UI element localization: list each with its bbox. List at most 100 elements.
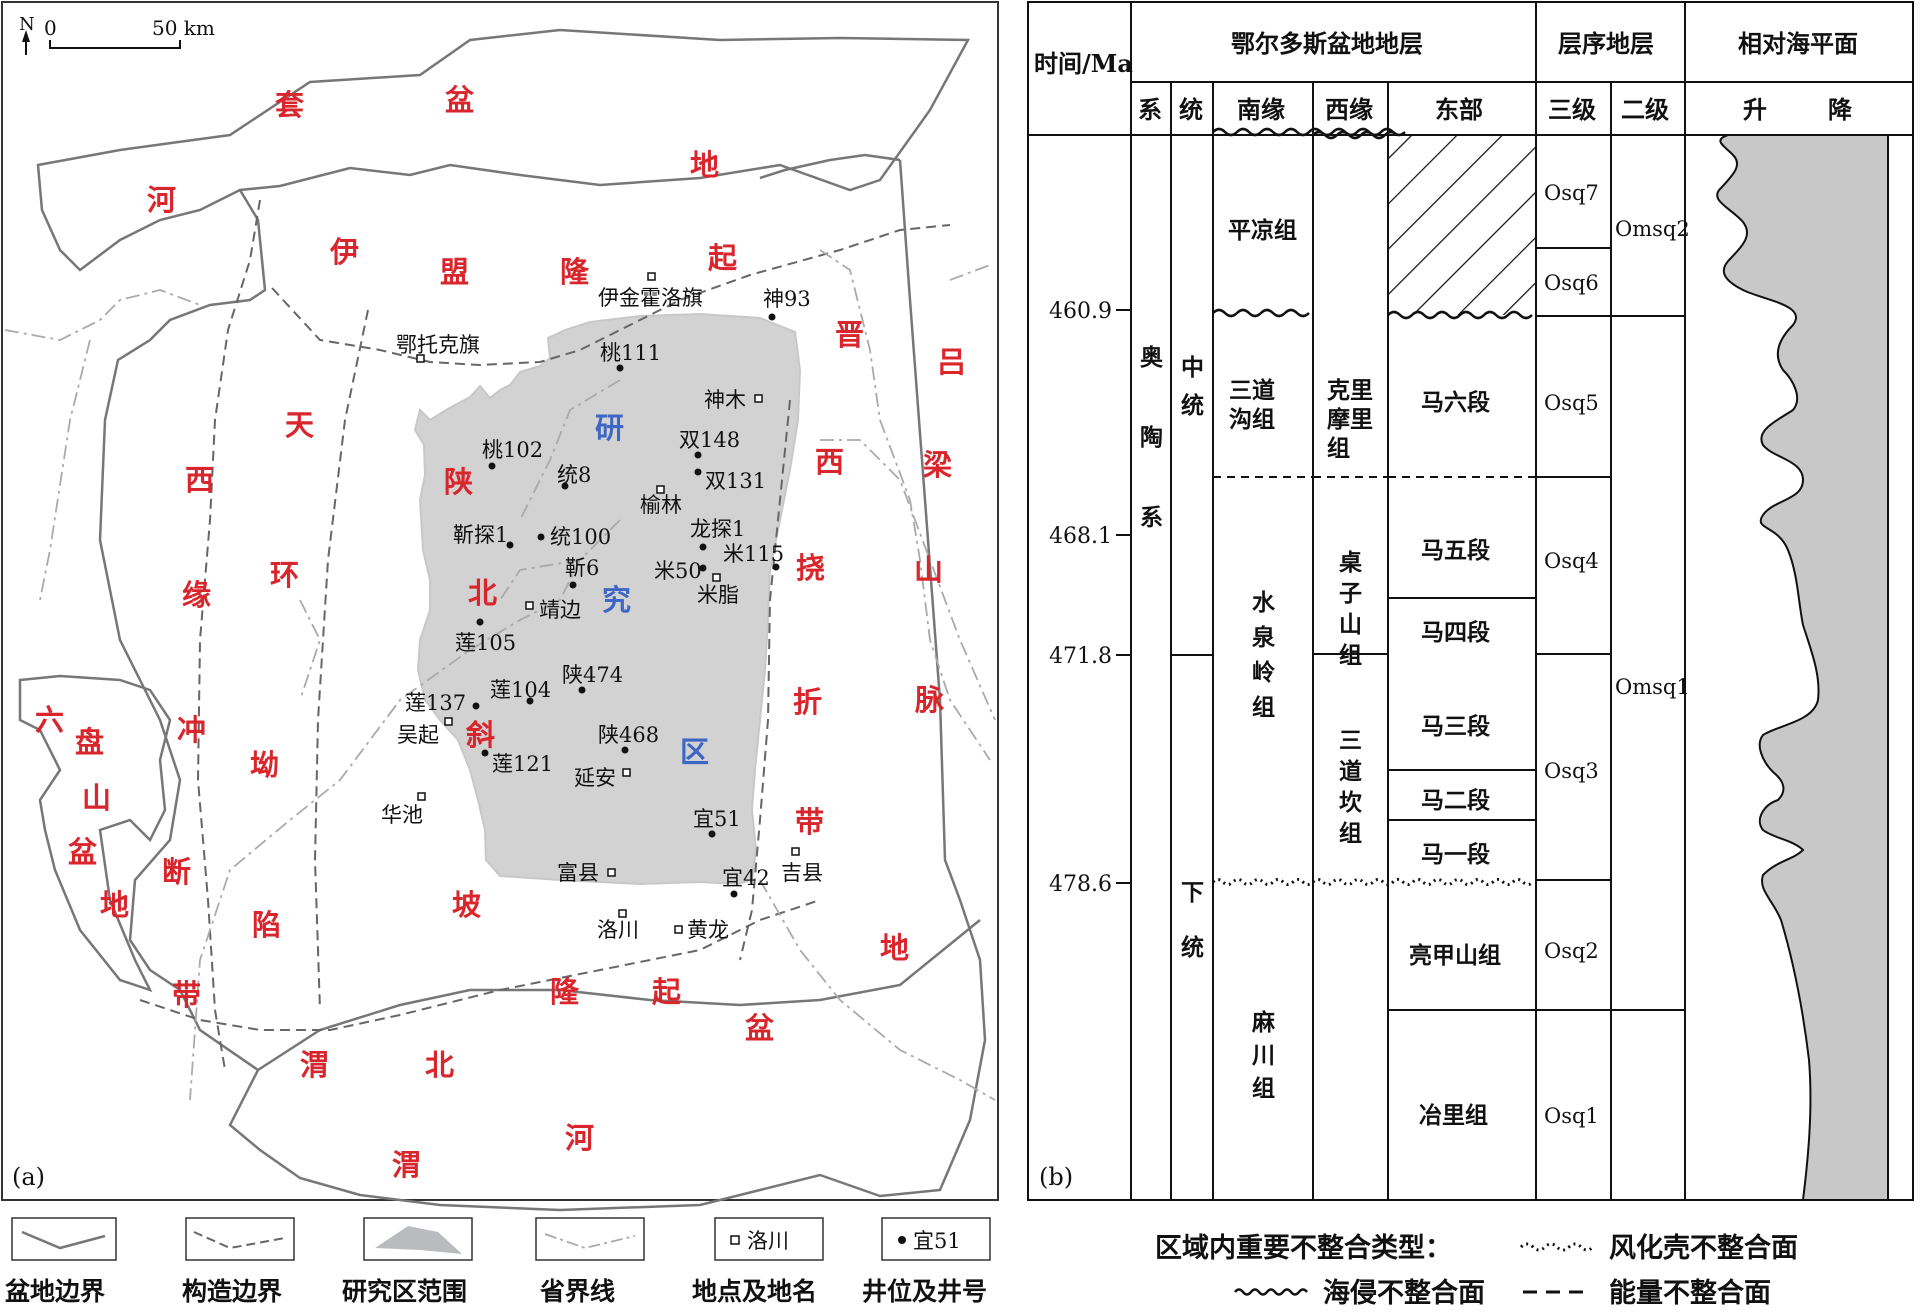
south-formation: 平凉组 (1228, 217, 1297, 244)
well-label: 宜51 (693, 807, 741, 831)
age-label: 471.8 (1049, 644, 1112, 669)
unconformity-legend: 区域内重要不整合类型： 风化壳不整合面 海侵不整合面 能量不整合面 (1155, 1232, 1798, 1309)
east-member: 马六段 (1421, 389, 1490, 416)
region-char: 陷 (252, 908, 281, 942)
well-marker: 桃111 (600, 341, 661, 372)
place-label: 鄂托克旗 (396, 333, 480, 357)
stratigraphy-panel: 时间/Ma 鄂尔多斯盆地地层 层序地层 相对海平面 系 统 南缘 西缘 东部 三… (1003, 0, 1920, 1309)
well-label: 陕474 (562, 663, 623, 687)
well-marker: 陕474 (562, 663, 623, 694)
well-marker: 陕468 (598, 723, 659, 754)
region-char: 西 (815, 445, 844, 479)
region-char: 缘 (182, 578, 211, 612)
legend-label: 盆地边界 (5, 1277, 105, 1306)
header-south: 南缘 (1237, 95, 1285, 124)
well-marker: 靳6 (565, 556, 599, 589)
place-label: 吴起 (397, 723, 439, 747)
legend-item-well: 宜51 井位及井号 (862, 1217, 991, 1306)
legend-label: 研究区范围 (342, 1277, 467, 1306)
region-char: 区 (680, 735, 709, 769)
region-char: 陕 (444, 465, 473, 499)
well-marker: 莲105 (455, 618, 516, 655)
weathering-unconformity (1211, 878, 1535, 886)
place-marker: 吴起 (397, 717, 453, 747)
region-char: 环 (270, 558, 299, 592)
well-label: 米50 (654, 559, 702, 583)
map-legend: 盆地边界 构造边界 研究区范围 省界线 洛川 地点及地名 宜51 井位及井号 (5, 1217, 991, 1306)
scale-bar: 0 50 km (44, 16, 215, 49)
place-marker: 华池 (381, 792, 426, 827)
well-label: 桃111 (600, 341, 661, 365)
third-order-sequence: Osq3 (1544, 759, 1599, 783)
place-label: 华池 (381, 803, 423, 827)
header-basin: 鄂尔多斯盆地地层 (1231, 29, 1423, 58)
region-char: 北 (425, 1048, 454, 1082)
column-texts: 奥陶系 中统 下统 水泉岭组 麻川组 桌子山组 三道坎组 (1140, 344, 1362, 1102)
system-label: 奥陶系 (1140, 344, 1164, 531)
north-arrow: N (19, 14, 35, 55)
well-marker: 宜42 (722, 866, 770, 898)
age-label: 460.9 (1049, 299, 1112, 324)
scale-value: 50 km (152, 16, 215, 40)
region-char: 研 (595, 411, 624, 445)
region-char: 挠 (796, 551, 825, 585)
place-marker: 米脂 (697, 573, 739, 607)
place-marker: 鄂托克旗 (396, 333, 480, 363)
place-label: 吉县 (781, 861, 823, 885)
well-label: 莲104 (490, 678, 551, 702)
place-marker: 富县 (557, 861, 616, 885)
east-member: 马一段 (1421, 841, 1490, 868)
region-char: 隆 (560, 255, 590, 289)
region-char: 河 (565, 1121, 594, 1155)
second-order-sequence: Omsq2 (1615, 217, 1690, 241)
map-frame (1, 1, 999, 1201)
map-figure: N 0 50 km 套 盆 河 地 伊 盟 隆 起 晋 吕 梁 山 脉 天 西 … (1, 1, 999, 1306)
well-label: 龙探1 (690, 517, 745, 541)
basin-boundaries (18, 28, 987, 1212)
third-order-sequence: Osq4 (1544, 549, 1599, 573)
header-third-order: 三级 (1548, 95, 1596, 124)
region-char: 隆 (550, 975, 580, 1009)
well-marker: 神93 (763, 287, 811, 321)
table-headers: 时间/Ma 鄂尔多斯盆地地层 层序地层 相对海平面 系 统 南缘 西缘 东部 三… (1034, 29, 1858, 124)
map-panel: N 0 50 km 套 盆 河 地 伊 盟 隆 起 晋 吕 梁 山 脉 天 西 … (1, 1, 999, 1306)
region-char: 起 (708, 241, 738, 275)
header-sea-level: 相对海平面 (1738, 29, 1858, 58)
place-label: 榆林 (640, 493, 682, 517)
place-marker: 吉县 (781, 847, 823, 885)
well-marker: 龙探1 (690, 517, 745, 551)
region-char: 盟 (440, 255, 469, 289)
region-char: 带 (172, 978, 201, 1012)
south-formation: 麻川组 (1251, 1009, 1276, 1102)
east-member: 马三段 (1421, 713, 1490, 740)
legend-item-province-line: 省界线 (535, 1217, 645, 1306)
region-char: 斜 (466, 718, 495, 752)
table-frame (1027, 1, 1914, 1201)
region-char: 地 (880, 931, 909, 965)
well-label: 莲137 (405, 691, 466, 715)
well-markers: 神93 桃111 桃102 统8 双148 双131 靳探1 统100 龙探1 … (405, 287, 811, 898)
region-char: 套 (275, 88, 304, 122)
place-marker: 洛川 (597, 909, 639, 942)
panel-label-b: (b) (1039, 1163, 1073, 1191)
well-marker: 宜51 (693, 807, 741, 838)
third-order-sequence: Osq6 (1544, 271, 1599, 295)
transgressive-unconformities (1212, 127, 1533, 320)
well-marker: 莲104 (490, 678, 551, 705)
region-char: 吕 (937, 345, 966, 379)
place-marker: 延安 (574, 766, 631, 790)
place-label: 洛川 (597, 918, 639, 942)
time-ages: 460.9 468.1 471.8 478.6 (1049, 299, 1112, 897)
place-label: 靖边 (539, 598, 581, 622)
well-marker: 莲137 (405, 691, 480, 715)
well-label: 统8 (557, 463, 591, 487)
well-marker: 统8 (557, 463, 591, 490)
place-label: 伊金霍洛旗 (598, 286, 703, 310)
south-formation: 三道沟组 (1229, 377, 1275, 433)
well-label: 双131 (705, 469, 766, 493)
place-markers: 伊金霍洛旗 鄂托克旗 神木 榆林 米脂 靖边 吴起 延安 华池 富县 吉县 洛川… (381, 272, 823, 942)
well-label: 靳探1 (453, 523, 508, 547)
header-fall: 降 (1828, 95, 1853, 124)
place-marker: 伊金霍洛旗 (598, 272, 703, 310)
legend-weathering: 风化壳不整合面 (1609, 1232, 1798, 1264)
